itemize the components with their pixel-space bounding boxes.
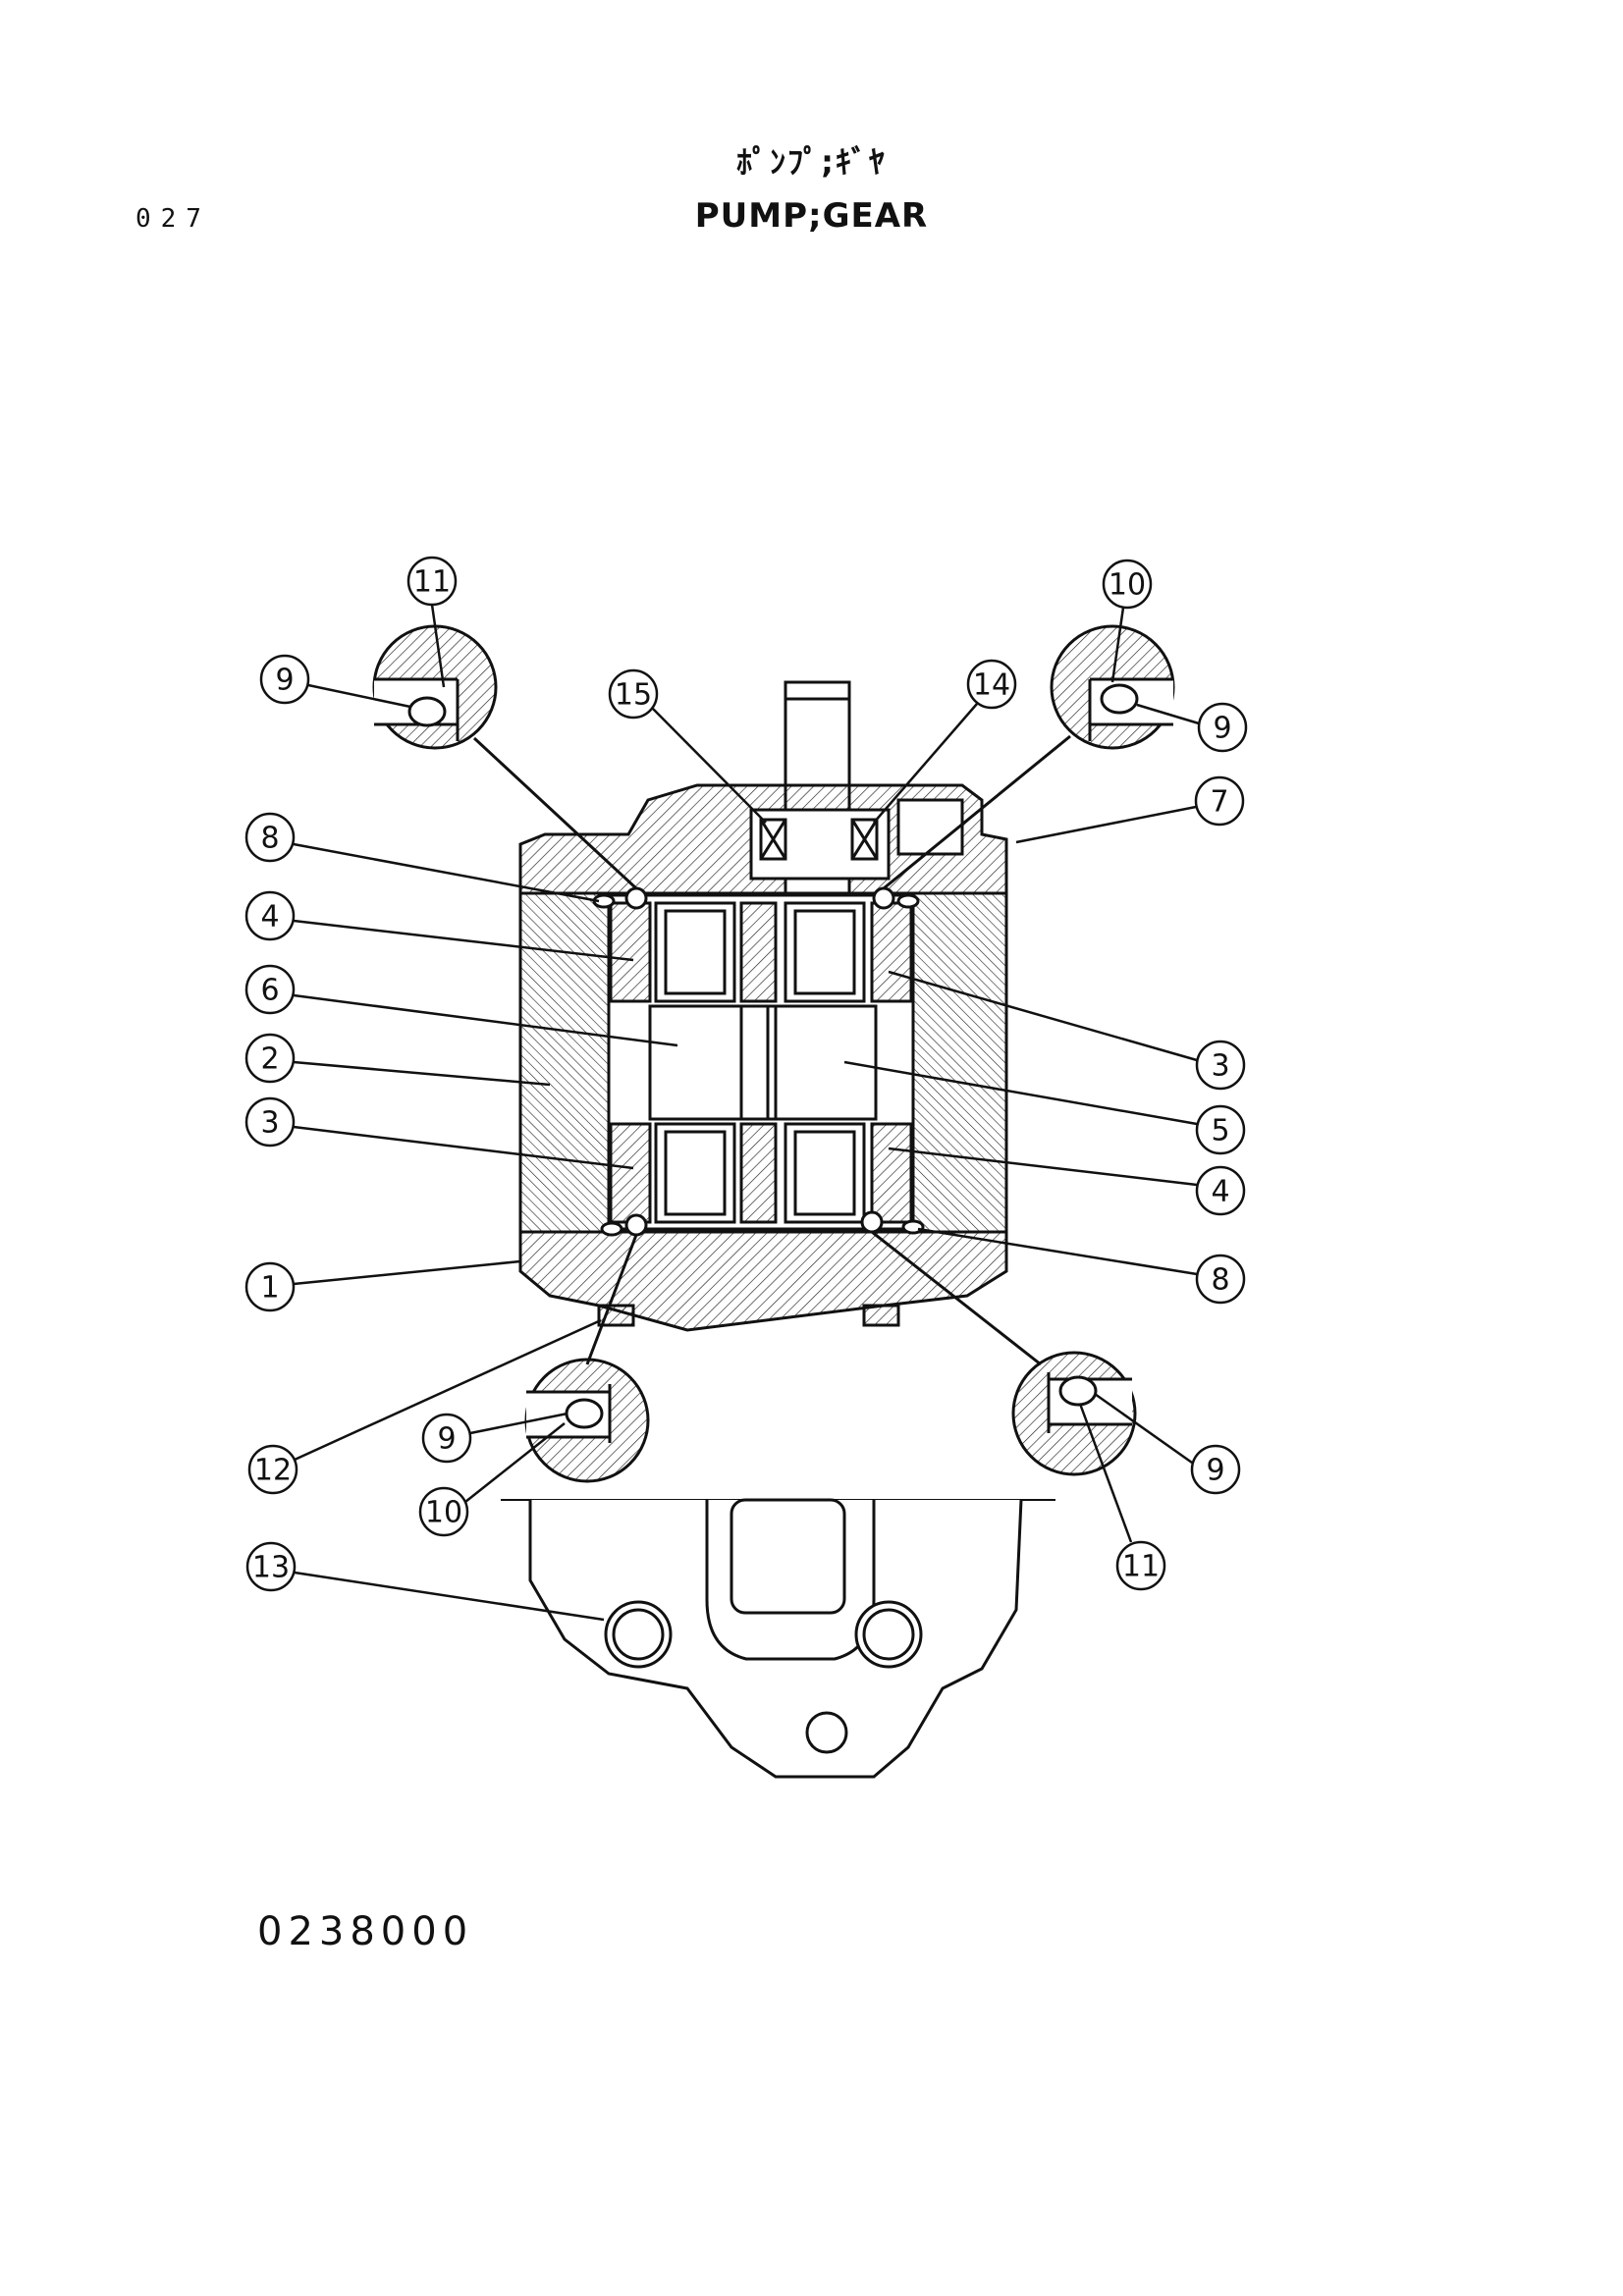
callout-label: 3 xyxy=(260,1106,279,1141)
callout-11-top xyxy=(406,556,458,688)
bottom-view xyxy=(528,1499,1023,1779)
bushing-upper-left xyxy=(609,901,652,1003)
callout-4-right xyxy=(888,1147,1246,1216)
callout-10-bot xyxy=(418,1422,566,1537)
callout-9-topright xyxy=(1136,702,1248,753)
callout-label: 2 xyxy=(260,1042,279,1077)
callout-label: 11 xyxy=(413,565,451,600)
callout-8-right xyxy=(917,1227,1246,1305)
callout-8-left xyxy=(244,812,600,903)
callout-2 xyxy=(244,1033,551,1087)
drive-gear-shaft xyxy=(648,1004,770,1121)
callout-9-botright xyxy=(1094,1392,1241,1495)
drawing-number: 0238000 xyxy=(257,1909,474,1954)
callout-4-left xyxy=(244,890,634,962)
callout-9-topleft xyxy=(259,654,411,709)
driven-gear-shaft xyxy=(766,1004,878,1121)
callout-label: 15 xyxy=(615,678,652,713)
callout-13 xyxy=(245,1541,605,1622)
callout-label: 9 xyxy=(1213,712,1231,746)
callout-label: 8 xyxy=(1211,1263,1229,1298)
callout-12 xyxy=(247,1318,602,1495)
detail-bottom-right xyxy=(1011,1351,1137,1476)
callout-6 xyxy=(244,964,678,1047)
callout-15 xyxy=(608,668,767,824)
bushing-lower-left xyxy=(609,1122,652,1224)
callout-label: 6 xyxy=(260,974,279,1008)
detail-bottom-left xyxy=(524,1358,650,1483)
callout-label: 9 xyxy=(275,664,294,698)
callout-label: 4 xyxy=(1211,1175,1229,1209)
callout-label: 1 xyxy=(260,1271,279,1306)
callout-label: 8 xyxy=(260,822,279,856)
callout-3-left xyxy=(244,1096,634,1170)
bottom-view-logo xyxy=(730,1498,846,1615)
page-number: 027 xyxy=(135,204,211,234)
callout-10-top xyxy=(1102,559,1153,683)
callout-label: 3 xyxy=(1211,1049,1229,1084)
detail-top-left xyxy=(372,624,498,750)
callout-label: 5 xyxy=(1211,1114,1229,1148)
callout-label: 12 xyxy=(254,1454,292,1488)
callout-9-botleft xyxy=(421,1412,568,1464)
callout-label: 10 xyxy=(1109,568,1146,603)
title-english: PUMP;GEAR xyxy=(694,196,929,236)
callout-label: 9 xyxy=(437,1422,456,1457)
callout-14 xyxy=(873,659,1017,824)
callout-label: 7 xyxy=(1210,785,1228,820)
callout-1 xyxy=(244,1259,521,1312)
callout-label: 4 xyxy=(260,900,279,934)
callout-7 xyxy=(1015,775,1245,844)
callout-label: 11 xyxy=(1122,1550,1160,1584)
bottom-mount-hole xyxy=(805,1711,848,1754)
callout-label: 13 xyxy=(252,1551,290,1585)
callout-3-right xyxy=(888,970,1246,1091)
callout-5 xyxy=(843,1060,1246,1155)
detail-top-right xyxy=(1050,624,1175,750)
title-japanese: ﾎﾟﾝﾌﾟ;ｷﾞﾔ xyxy=(736,143,887,181)
callout-label: 10 xyxy=(425,1496,462,1530)
callout-label: 9 xyxy=(1206,1454,1224,1488)
flange-part xyxy=(518,1230,1008,1332)
callout-label: 14 xyxy=(973,668,1010,703)
bushing-lower-right xyxy=(870,1122,913,1224)
bushing-upper-right xyxy=(870,901,913,1003)
callout-11-bot xyxy=(1078,1403,1166,1591)
